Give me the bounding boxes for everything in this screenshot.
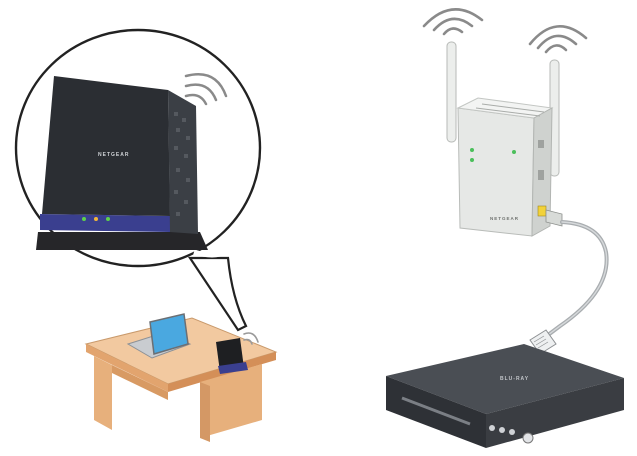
wifi-signal-icon [243,332,259,345]
router-led-2 [94,217,98,221]
media-button-2 [499,427,505,433]
extender-brand-label: NETGEAR [490,216,519,221]
router-led-3 [106,217,110,221]
extender-led-1 [470,148,474,152]
media-player-side [486,378,624,448]
router-front-face [42,76,170,216]
router-led-1 [82,217,86,221]
wifi-signal-icon [528,25,588,54]
extender-led-2 [470,158,474,162]
router-side-panel [168,90,198,234]
media-player: BLU-RAY [386,344,624,448]
extender-led-3 [512,150,516,154]
callout-tail [187,256,248,332]
desk-drawer-panel [200,364,262,438]
router-large: NETGEAR [36,76,208,250]
ethernet-cable [529,220,609,355]
desk-panel-back [112,365,168,400]
router-base [36,232,208,250]
router-brand-label: NETGEAR [98,152,129,158]
router-callout: NETGEAR [14,28,262,332]
laptop [126,313,192,359]
extender-port-yellow [537,205,547,217]
range-extender: NETGEAR [446,41,563,237]
router-accent-band [40,214,170,232]
media-button-1 [489,425,495,431]
cable-line [542,220,609,340]
desk-scene [84,313,278,442]
media-player-top [386,344,624,414]
router-small [216,338,248,374]
media-brand-label: BLU-RAY [500,376,529,382]
media-power-button [522,432,534,444]
wifi-signal-icon [184,73,228,106]
extender-antenna-left [446,41,457,143]
laptop-screen [149,313,189,355]
media-button-3 [509,429,515,435]
desk-leg-left [94,356,112,430]
wifi-signal-icon [422,8,484,36]
